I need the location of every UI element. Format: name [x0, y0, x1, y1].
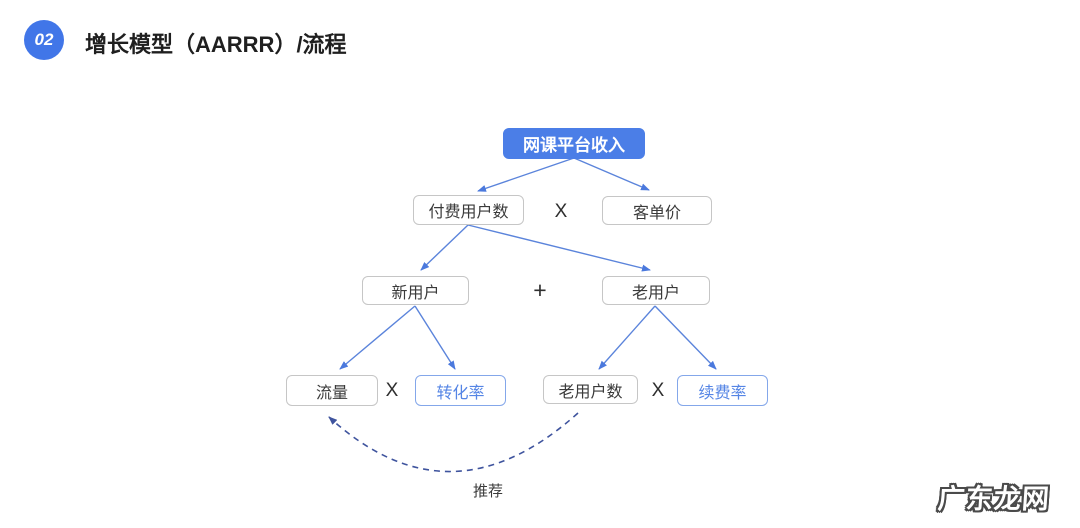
edge-root-avg-order-value	[573, 157, 650, 191]
edge-old-users-count	[598, 305, 656, 370]
edge-old-users-renewal	[654, 305, 717, 370]
watermark-text: 广东龙网	[936, 484, 1051, 514]
edge-paying-new-users	[420, 224, 469, 271]
referral-label: 推荐	[473, 483, 504, 500]
node-old-user-count: 老用户数	[543, 375, 638, 404]
node-platform-revenue: 网课平台收入	[503, 128, 645, 159]
edge-paying-old-users	[467, 224, 651, 272]
edge-new-users-traffic	[339, 305, 416, 370]
edge-new-users-conversion	[414, 305, 456, 370]
node-new-users: 新用户	[362, 276, 469, 305]
node-conversion-rate: 转化率	[415, 375, 506, 406]
node-traffic: 流量	[286, 375, 378, 406]
operator-multiply-row2: X	[554, 201, 568, 222]
edge-referral-feedback-dashed	[328, 412, 579, 473]
section-number: 02	[34, 30, 54, 49]
node-avg-order-value: 客单价	[602, 196, 712, 225]
operator-multiply-row4b: X	[651, 380, 665, 401]
node-renewal-rate: 续费率	[677, 375, 768, 406]
node-paying-users: 付费用户数	[413, 195, 524, 225]
operator-multiply-row4a: X	[385, 380, 399, 401]
edge-root-paying-users	[477, 157, 575, 192]
section-number-badge: 02	[24, 20, 64, 60]
operator-plus-row3: +	[533, 276, 547, 303]
page-title: 增长模型（AARRR）/流程	[85, 32, 347, 57]
node-old-users: 老用户	[602, 276, 710, 305]
